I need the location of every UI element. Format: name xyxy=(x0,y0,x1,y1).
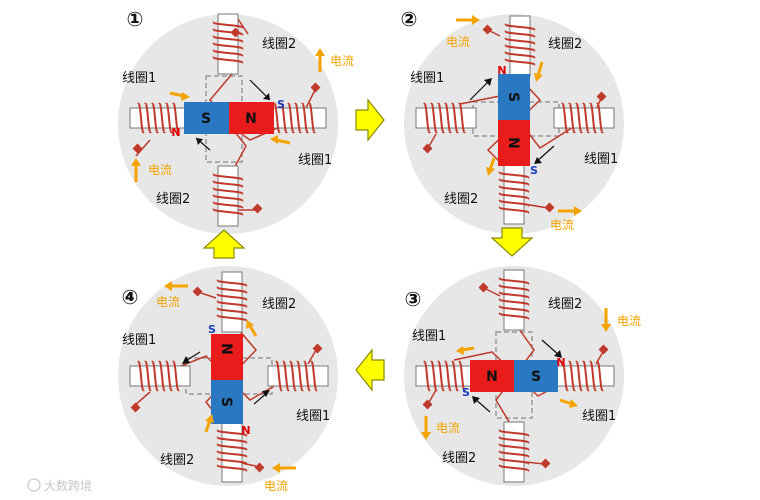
terminal xyxy=(544,202,555,213)
current-arrow-icon xyxy=(536,61,544,77)
current-label: 电流 xyxy=(617,314,641,328)
coil1-left xyxy=(129,102,191,134)
terminal xyxy=(598,344,609,355)
magnet-s-half xyxy=(498,74,530,120)
coil1-left xyxy=(415,102,477,134)
next-step-arrow-icon xyxy=(202,229,246,259)
magnet-s-label: S xyxy=(218,397,234,407)
coil-pole-n: N xyxy=(171,126,180,139)
step-number: ④ xyxy=(122,285,139,309)
current-arrow-icon xyxy=(461,346,475,352)
current-arrow-icon xyxy=(275,138,291,145)
coil1-left xyxy=(129,360,191,392)
coil1-label: 线圈1 xyxy=(122,71,156,86)
coil2-top xyxy=(216,271,248,333)
magnet-s-half xyxy=(514,360,558,392)
terminal xyxy=(132,143,143,154)
coil-pole-n: N xyxy=(241,424,250,437)
coil2-label: 线圈2 xyxy=(444,192,478,207)
coil-pole-s: S xyxy=(462,386,470,399)
coil2-top xyxy=(212,13,244,75)
terminal xyxy=(540,458,551,469)
coil1-right xyxy=(267,360,329,392)
magnet-n-half xyxy=(470,360,514,392)
watermark: 大数跨境 xyxy=(44,478,92,493)
terminal xyxy=(478,282,489,293)
magnet-s-half xyxy=(184,102,229,134)
step-number: ① xyxy=(127,7,144,31)
coil2-bottom xyxy=(498,163,530,225)
step-number: ② xyxy=(401,7,418,31)
coil2-label: 线圈2 xyxy=(160,453,194,468)
magnet-n-label: N xyxy=(505,137,521,149)
current-label: 电流 xyxy=(156,295,180,309)
coil1-label: 线圈1 xyxy=(584,152,618,167)
coil-pole-s: S xyxy=(208,323,216,336)
magnet-n-half xyxy=(229,102,274,134)
current-arrow-icon xyxy=(488,157,496,171)
next-step-arrow-icon xyxy=(355,98,385,142)
magnet-s-half xyxy=(211,380,243,424)
terminal xyxy=(596,91,607,102)
terminal xyxy=(422,143,433,154)
coil1-label: 线圈1 xyxy=(122,333,156,348)
terminal xyxy=(230,27,241,38)
coil-pole-s: S xyxy=(277,98,285,111)
coil2-label: 线圈2 xyxy=(548,297,582,312)
magnet-n-label: N xyxy=(218,343,234,355)
magnet-n-half xyxy=(211,334,243,380)
coil2-label: 线圈2 xyxy=(262,297,296,312)
next-step-arrow-icon xyxy=(490,227,534,257)
current-arrow-icon xyxy=(248,325,258,337)
coil1-right xyxy=(553,102,615,134)
terminal xyxy=(312,343,323,354)
current-label: 电流 xyxy=(446,35,470,49)
coil-pole-n: N xyxy=(556,356,565,369)
current-label: 电流 xyxy=(550,218,574,232)
coil1-label: 线圈1 xyxy=(410,71,444,86)
watermark-logo-icon xyxy=(27,478,41,492)
coil2-top xyxy=(498,269,530,331)
coil1-right xyxy=(265,102,327,134)
terminal xyxy=(130,402,141,413)
coil2-bottom xyxy=(212,165,244,227)
coil2-top xyxy=(504,15,536,77)
current-arrow-icon xyxy=(204,419,212,433)
coil-pole-s: S xyxy=(530,164,538,177)
current-label: 电流 xyxy=(264,479,288,493)
coil2-label: 线圈2 xyxy=(156,192,190,207)
next-step-arrow-icon xyxy=(355,348,385,392)
magnet-s-label: S xyxy=(505,92,521,102)
coil-pole-n: N xyxy=(497,64,506,77)
coil1-label: 线圈1 xyxy=(296,409,330,424)
magnet-s-label: S xyxy=(531,369,541,385)
coil2-bottom xyxy=(498,421,530,483)
panel-step-1: S N N S ① 线圈2 线圈1 线圈1 线圈2 电流 电流 xyxy=(118,7,354,234)
coil2-label: 线圈2 xyxy=(262,37,296,52)
current-label: 电流 xyxy=(436,421,460,435)
magnet-n-label: N xyxy=(245,111,257,127)
current-label: 电流 xyxy=(330,54,354,68)
magnet-s-label: S xyxy=(201,111,211,127)
terminal xyxy=(252,203,263,214)
coil1-label: 线圈1 xyxy=(412,329,446,344)
coil1-label: 线圈1 xyxy=(582,409,616,424)
coil2-label: 线圈2 xyxy=(548,37,582,52)
current-label: 电流 xyxy=(148,163,172,177)
step-number: ③ xyxy=(405,287,422,311)
panel-step-3: N S S N ③ 线圈2 线圈1 线圈1 线圈2 电流 电流 xyxy=(404,266,641,486)
panel-step-2: S N N S ② 线圈2 线圈1 线圈1 线圈2 电流 电流 xyxy=(401,7,624,234)
coil1-label: 线圈1 xyxy=(298,153,332,168)
terminal xyxy=(422,399,433,410)
magnet-n-label: N xyxy=(486,369,498,385)
panel-step-4: N S S N ④ 线圈2 线圈1 线圈1 线圈2 电流 电流 xyxy=(118,266,338,493)
terminal xyxy=(192,286,203,297)
coil2-label: 线圈2 xyxy=(442,451,476,466)
current-arrow-icon xyxy=(559,398,573,406)
magnet-n-half xyxy=(498,120,530,166)
